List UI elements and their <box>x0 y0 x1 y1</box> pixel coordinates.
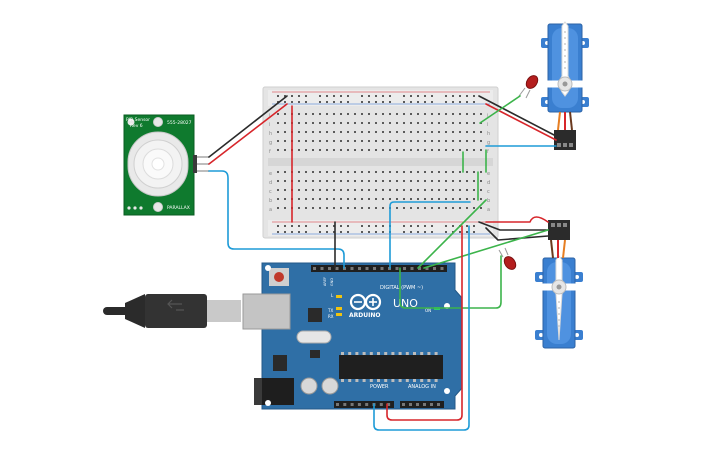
led-bottom[interactable] <box>498 247 518 272</box>
wire-pir-signal <box>208 170 345 269</box>
arduino-brand: ARDUINO <box>349 312 380 319</box>
wire-d-green1 <box>417 199 487 269</box>
digital-label: DIGITAL (PWM ~) <box>380 285 423 291</box>
row-letter: h <box>269 131 272 137</box>
wire-led1 <box>479 95 521 124</box>
ic-pins <box>341 352 438 382</box>
pir-title: PIR Sensor <box>126 117 150 123</box>
breadboard: j i h g f e d c b a j i h g f e d c b a <box>262 86 499 239</box>
row-letter: c <box>487 189 490 195</box>
row-letter: h <box>487 131 490 137</box>
wire-power-blue <box>373 225 470 431</box>
wire-pir-vcc <box>208 103 288 165</box>
aref-label: AREF <box>323 277 327 286</box>
row-letter: b <box>269 198 272 204</box>
wire-servo1-gnd <box>478 95 557 137</box>
pir-sensor[interactable]: PIR Sensor Rev 6 555-28027 PARALLAX <box>123 114 209 216</box>
l-label: L <box>331 293 334 298</box>
on-label: ON <box>425 308 431 313</box>
header-pins <box>313 267 444 406</box>
power-label: POWER <box>370 384 389 390</box>
row-letter: a <box>487 207 490 213</box>
wire-servo2-gnd2 <box>485 227 549 241</box>
wire-servo2-gnd <box>478 221 551 231</box>
wires <box>208 95 557 431</box>
row-letter: g <box>269 140 272 146</box>
wire-d-blue <box>389 201 471 269</box>
row-letter: c <box>269 189 272 195</box>
digital-header[interactable] <box>311 265 447 272</box>
row-letter: g <box>487 140 490 146</box>
arduino-uno[interactable]: ARDUINO UNO DIGITAL (PWM ~) POWER ANALOG… <box>242 262 463 410</box>
row-letter: e <box>487 171 490 177</box>
reset-button[interactable] <box>274 272 284 282</box>
row-letter: i <box>269 122 270 128</box>
tx-label: TX <box>327 308 333 313</box>
wire-servo1-vcc <box>485 103 557 141</box>
row-letter: d <box>269 180 272 186</box>
wire-d-green2 <box>423 229 549 269</box>
servo-motor-bottom[interactable] <box>535 220 583 349</box>
row-letter: f <box>487 149 489 155</box>
servo-motor-top[interactable] <box>541 21 589 150</box>
analog-header[interactable] <box>400 401 444 408</box>
wire-servo2-vcc <box>485 216 549 223</box>
wire-d-green3 <box>399 255 502 309</box>
breadboard-row-labels: j i h g f e d c b a j i h g f e d c b a <box>268 113 490 213</box>
rx-label: RX <box>328 314 334 319</box>
pir-part-number: 555-28027 <box>167 120 192 126</box>
wire-pir-gnd <box>208 95 288 158</box>
row-letter: e <box>269 171 272 177</box>
row-letter: b <box>487 198 490 204</box>
power-header[interactable] <box>334 401 394 408</box>
led-top[interactable] <box>518 73 540 99</box>
gnd-label: GND <box>330 278 334 286</box>
pir-rev: Rev 6 <box>130 123 143 129</box>
pir-brand: PARALLAX <box>167 205 190 211</box>
arduino-logo <box>349 293 382 311</box>
analog-label: ANALOG IN <box>408 384 436 390</box>
row-letter: f <box>269 149 271 155</box>
row-letter: j <box>268 113 270 119</box>
row-letter: d <box>487 180 490 186</box>
wire-5v <box>386 225 463 421</box>
usb-cable <box>103 294 241 328</box>
row-letter: i <box>487 122 488 128</box>
row-letter: a <box>269 207 272 213</box>
row-letter: j <box>486 113 488 119</box>
